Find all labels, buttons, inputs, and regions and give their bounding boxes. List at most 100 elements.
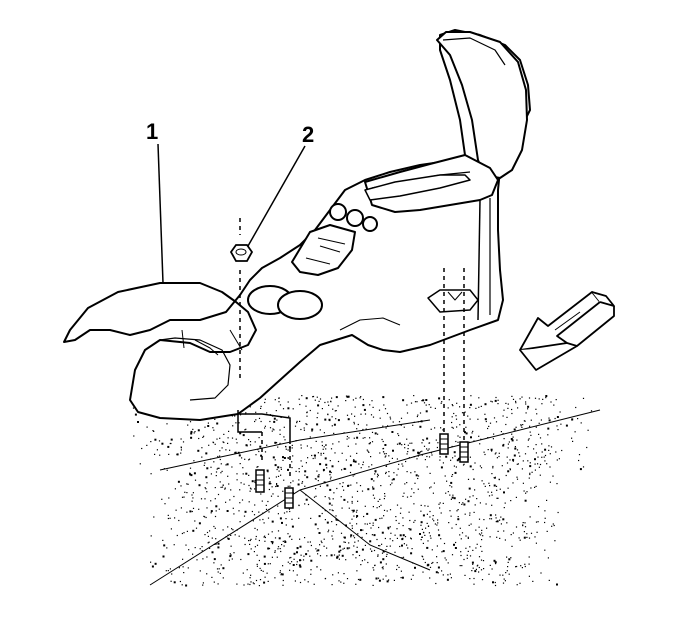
carpet-speck	[479, 465, 481, 467]
carpet-speck	[402, 517, 404, 519]
carpet-speck	[391, 479, 393, 481]
carpet-speck	[296, 422, 298, 424]
carpet-speck	[256, 563, 258, 565]
carpet-speck	[402, 537, 404, 539]
carpet-speck	[384, 444, 387, 446]
carpet-speck	[529, 425, 531, 427]
carpet-speck	[354, 415, 356, 417]
callout-leaders	[157, 143, 306, 284]
carpet-speck	[433, 520, 435, 522]
carpet-speck	[332, 408, 334, 410]
carpet-speck	[276, 485, 279, 487]
carpet-speck	[343, 573, 345, 575]
carpet-speck	[484, 418, 487, 421]
carpet-speck	[515, 402, 517, 404]
carpet-speck	[544, 460, 546, 462]
carpet-speck	[399, 534, 402, 537]
floor-edge-lines	[149, 409, 601, 586]
carpet-speck	[219, 481, 221, 483]
carpet-speck	[410, 578, 412, 580]
carpet-speck	[264, 401, 266, 404]
carpet-speck	[421, 450, 423, 452]
carpet-speck	[362, 437, 364, 439]
carpet-speck	[459, 436, 461, 438]
carpet-speck	[201, 550, 203, 552]
carpet-speck	[231, 558, 233, 560]
carpet-speck	[467, 500, 470, 503]
carpet-speck	[279, 572, 281, 574]
carpet-speck	[292, 570, 294, 572]
carpet-speck	[272, 428, 274, 430]
carpet-speck	[359, 397, 361, 399]
carpet-speck	[526, 491, 528, 493]
carpet-speck	[409, 528, 411, 530]
carpet-speck	[529, 516, 531, 518]
carpet-speck	[283, 479, 285, 481]
carpet-speck	[154, 438, 157, 441]
carpet-speck	[394, 534, 396, 536]
carpet-speck	[377, 473, 379, 475]
carpet-speck	[348, 547, 351, 549]
carpet-speck	[211, 576, 213, 578]
carpet-speck	[524, 526, 527, 528]
carpet-speck	[249, 543, 251, 545]
carpet-speck	[291, 538, 293, 540]
carpet-speck	[441, 401, 443, 403]
carpet-speck	[467, 415, 469, 417]
carpet-speck	[372, 524, 374, 526]
carpet-speck	[435, 582, 437, 585]
carpet-speck	[442, 462, 444, 464]
carpet-speck	[489, 422, 492, 424]
carpet-speck	[372, 506, 374, 508]
carpet-speck	[249, 441, 252, 443]
carpet-speck	[544, 454, 547, 457]
carpet-speck	[335, 524, 338, 526]
carpet-speck	[472, 567, 474, 569]
carpet-speck	[288, 536, 291, 538]
carpet-speck	[509, 469, 511, 471]
carpet-speck	[343, 547, 345, 549]
console-dial	[362, 216, 378, 232]
carpet-speck	[246, 569, 248, 571]
carpet-speck	[326, 555, 328, 557]
carpet-speck	[469, 465, 472, 468]
carpet-speck	[307, 581, 309, 583]
carpet-speck	[508, 558, 511, 561]
carpet-speck	[335, 418, 337, 420]
carpet-speck	[450, 515, 452, 517]
carpet-speck	[239, 463, 241, 465]
carpet-speck	[541, 403, 543, 405]
carpet-speck	[554, 417, 556, 420]
carpet-speck	[317, 553, 319, 555]
carpet-speck	[189, 421, 192, 423]
carpet-speck	[182, 566, 184, 568]
carpet-speck	[185, 544, 187, 546]
carpet-speck	[406, 453, 408, 455]
carpet-speck	[385, 453, 387, 455]
carpet-speck	[425, 399, 428, 401]
carpet-speck	[223, 433, 225, 435]
carpet-speck	[234, 452, 236, 454]
carpet-speck	[382, 578, 384, 580]
carpet-speck	[541, 443, 543, 445]
carpet-speck	[495, 521, 497, 523]
carpet-speck	[324, 401, 326, 404]
carpet-speck	[529, 462, 531, 464]
carpet-speck	[467, 536, 469, 538]
carpet-speck	[272, 456, 275, 459]
carpet-speck	[478, 533, 481, 535]
carpet-speck	[219, 455, 221, 457]
carpet-speck	[283, 512, 286, 514]
carpet-speck	[545, 397, 547, 399]
carpet-speck	[424, 534, 426, 536]
carpet-speck	[267, 580, 269, 582]
carpet-speck	[333, 432, 335, 434]
carpet-speck	[352, 460, 355, 463]
carpet-speck	[399, 512, 402, 514]
carpet-speck	[222, 577, 224, 579]
carpet-speck	[535, 426, 537, 428]
carpet-speck	[186, 511, 188, 513]
carpet-speck	[506, 556, 508, 558]
carpet-speck	[245, 428, 247, 430]
carpet-speck	[361, 490, 364, 492]
